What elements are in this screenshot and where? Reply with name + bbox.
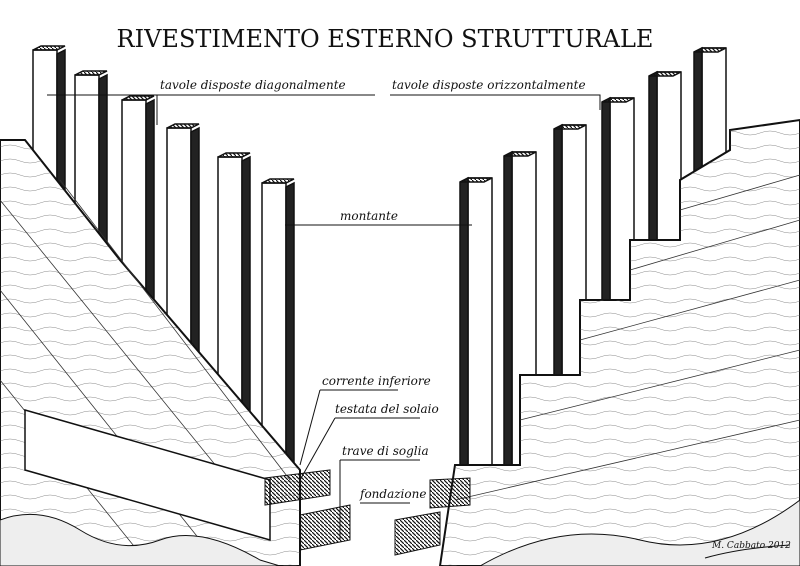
- stud-end-grain: [648, 71, 682, 77]
- drawing-title: RIVESTIMENTO ESTERNO STRUTTURALE: [116, 25, 654, 53]
- stud-end-grain: [261, 178, 295, 184]
- ground-left: [0, 513, 281, 566]
- stud-end-grain: [121, 95, 155, 101]
- stud-end-grain: [503, 151, 537, 157]
- signature-mark: M. Cabbato 2012: [711, 541, 791, 551]
- stud: [459, 176, 493, 476]
- rim-joist-right: [429, 477, 471, 509]
- stud-end-grain: [601, 97, 635, 103]
- stud-end-grain: [217, 152, 251, 158]
- stud-end-grain: [693, 47, 727, 53]
- stud-side: [459, 176, 469, 476]
- label-diagonal-boards: tavole disposte diagonalmente: [160, 78, 346, 93]
- label-rim-joist: testata del solaio: [335, 402, 439, 417]
- label-sill-beam: trave di soglia: [342, 444, 429, 459]
- label-horizontal-boards: tavole disposte orizzontalmente: [392, 78, 586, 93]
- stud-end-grain: [74, 70, 108, 76]
- ground-right: [478, 499, 800, 566]
- stud: [261, 178, 295, 476]
- label-bottom-plate: corrente inferiore: [322, 374, 431, 389]
- label-foundation: fondazione: [360, 487, 427, 502]
- stud: [503, 150, 537, 476]
- stud-side: [285, 181, 295, 476]
- stud-face: [261, 182, 287, 471]
- stud-end-grain: [553, 124, 587, 130]
- horizontal-board-joints: [454, 174, 800, 501]
- sill-beam-left: [24, 409, 271, 541]
- stud-face: [467, 177, 493, 471]
- stud-end-grain: [459, 177, 493, 183]
- stud-side: [503, 150, 513, 476]
- stud-end-grain: [32, 45, 66, 51]
- foundation-right: [394, 511, 441, 556]
- leader-lines: [47, 94, 791, 559]
- label-stud: montante: [340, 209, 398, 224]
- horizontal-sheathing-grain: [440, 120, 800, 566]
- foundation-left: [299, 504, 351, 551]
- stud-end-grain: [166, 123, 200, 129]
- rim-joist-left: [264, 469, 331, 506]
